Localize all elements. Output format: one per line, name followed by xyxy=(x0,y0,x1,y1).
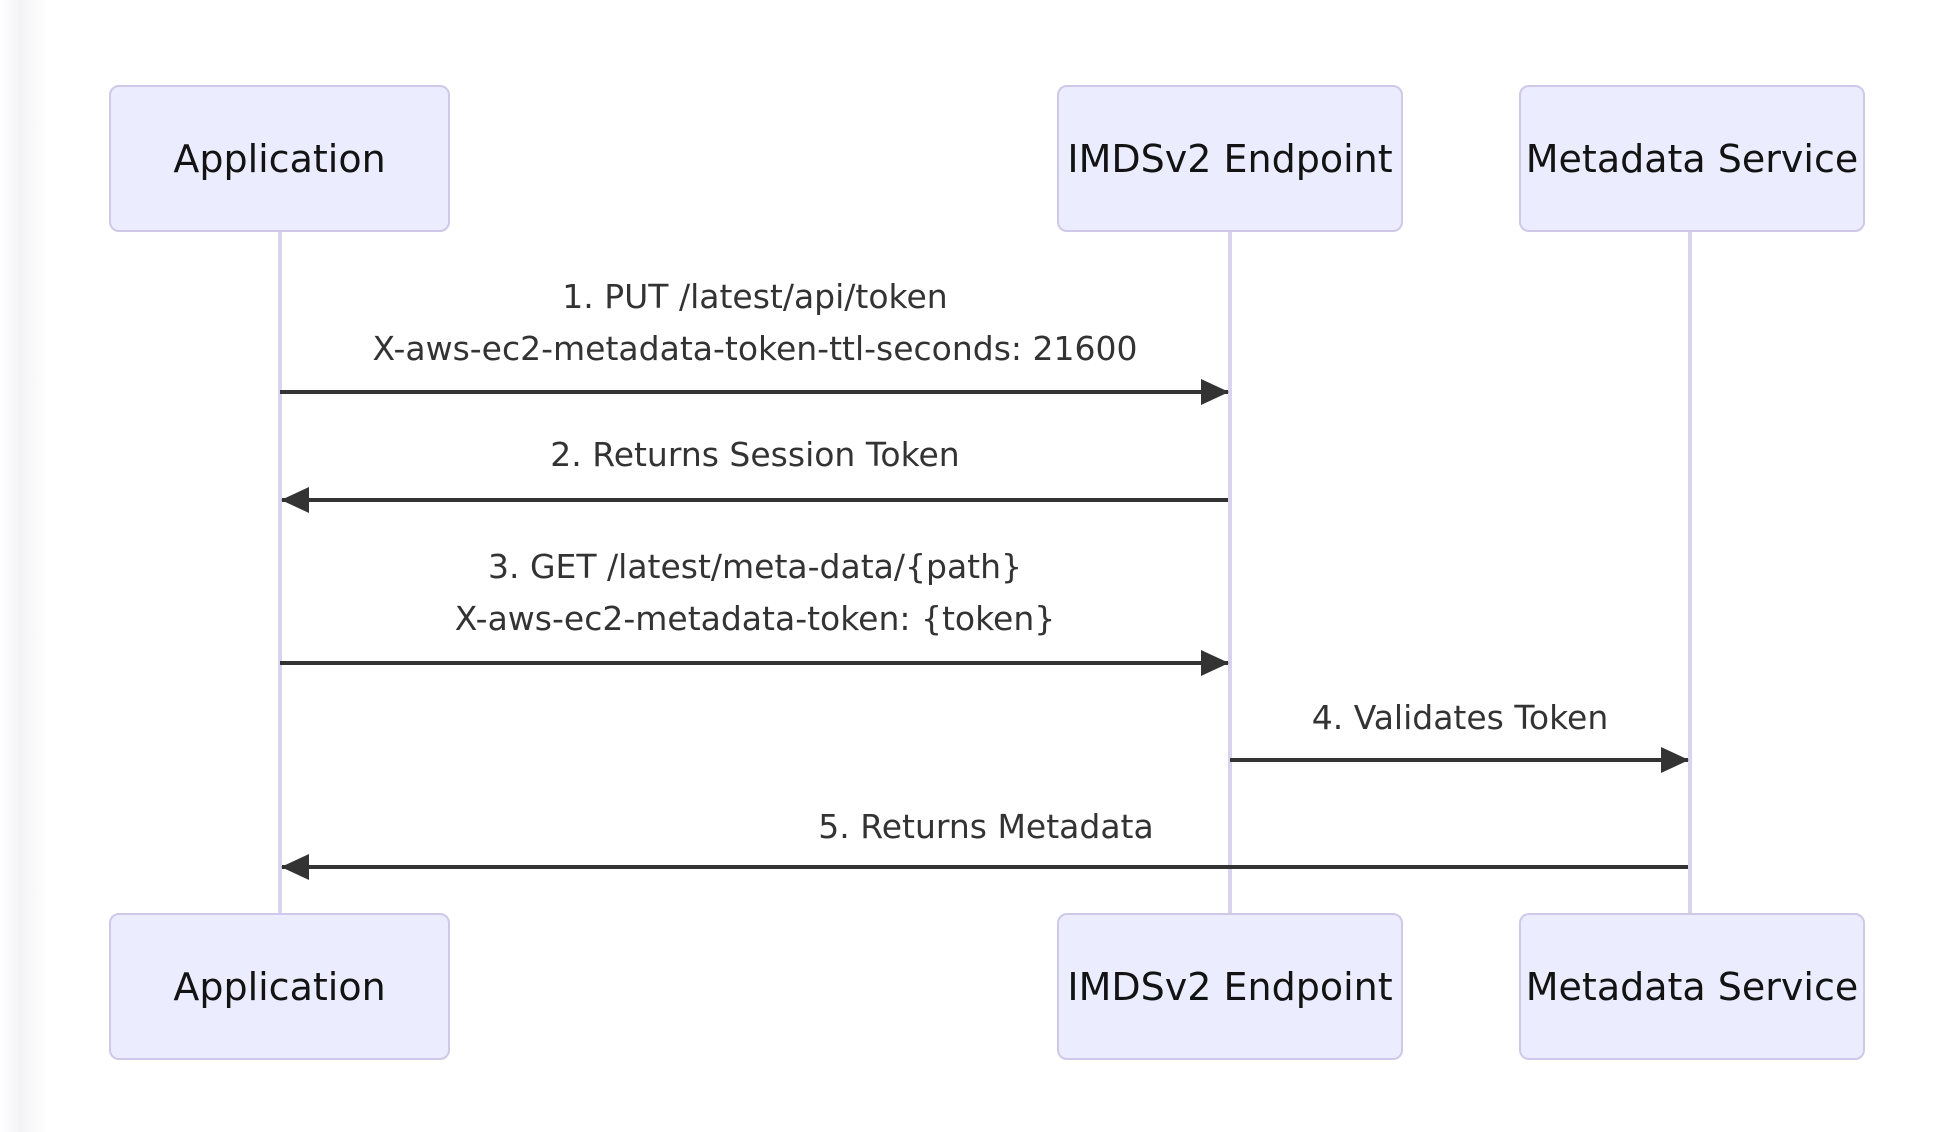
actor-top-imdsv2-endpoint: IMDSv2 Endpoint xyxy=(1057,85,1403,232)
message-2-arrow xyxy=(281,487,1228,513)
page-edge-shading xyxy=(0,0,46,1132)
actor-top-metadata-service: Metadata Service xyxy=(1519,85,1865,232)
actor-label: IMDSv2 Endpoint xyxy=(1067,136,1393,181)
lifeline-imdsv2-endpoint xyxy=(1228,232,1232,913)
message-5-line-1: 5. Returns Metadata xyxy=(818,807,1154,846)
message-1-label: 1. PUT /latest/api/token X-aws-ec2-metad… xyxy=(280,271,1230,375)
lifeline-application xyxy=(278,232,282,913)
message-3-label: 3. GET /latest/meta-data/{path} X-aws-ec… xyxy=(280,541,1230,645)
message-4-line-1: 4. Validates Token xyxy=(1311,698,1609,737)
actor-label: Metadata Service xyxy=(1525,136,1859,181)
actor-label: Application xyxy=(173,964,386,1009)
message-5-label: 5. Returns Metadata xyxy=(282,801,1690,853)
actor-top-application: Application xyxy=(109,85,450,232)
actor-label: IMDSv2 Endpoint xyxy=(1067,964,1393,1009)
message-2-label: 2. Returns Session Token xyxy=(280,429,1230,481)
actor-label: Metadata Service xyxy=(1525,964,1859,1009)
message-1-arrow xyxy=(280,379,1229,405)
actor-bottom-metadata-service: Metadata Service xyxy=(1519,913,1865,1060)
message-1-line-2: X-aws-ec2-metadata-token-ttl-seconds: 21… xyxy=(372,329,1138,368)
message-3-line-1: 3. GET /latest/meta-data/{path} xyxy=(487,547,1023,586)
actor-bottom-application: Application xyxy=(109,913,450,1060)
message-4-label: 4. Validates Token xyxy=(1230,692,1690,744)
actor-label: Application xyxy=(173,136,386,181)
arrowhead-left-icon xyxy=(281,854,309,880)
message-2-line-1: 2. Returns Session Token xyxy=(550,435,960,474)
message-5-arrow xyxy=(281,854,1688,880)
arrowhead-left-icon xyxy=(281,487,309,513)
arrowhead-right-icon xyxy=(1201,650,1229,676)
arrowhead-right-icon xyxy=(1201,379,1229,405)
message-3-line-2: X-aws-ec2-metadata-token: {token} xyxy=(454,599,1056,638)
message-4-arrow xyxy=(1230,747,1689,773)
actor-bottom-imdsv2-endpoint: IMDSv2 Endpoint xyxy=(1057,913,1403,1060)
message-3-arrow xyxy=(280,650,1229,676)
arrowhead-right-icon xyxy=(1661,747,1689,773)
message-1-line-1: 1. PUT /latest/api/token xyxy=(562,277,948,316)
lifeline-metadata-service xyxy=(1688,232,1692,913)
